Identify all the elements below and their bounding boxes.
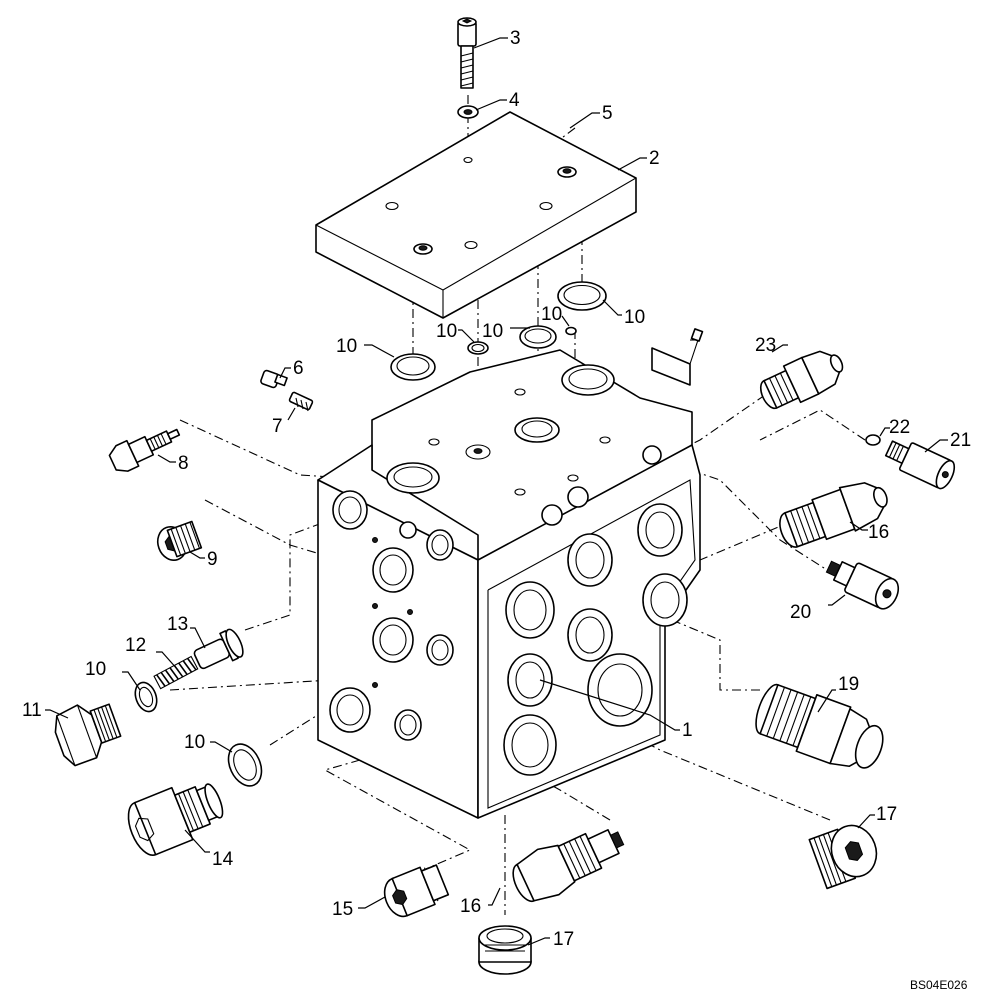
o-rings-top — [390, 281, 607, 381]
callout-2: 2 — [649, 148, 660, 169]
callout-10-o-ring-e: 10 — [624, 307, 645, 328]
callout-20: 20 — [790, 602, 811, 623]
callout-7: 7 — [272, 416, 283, 437]
callout-12: 12 — [125, 635, 146, 656]
callout-11: 11 — [22, 700, 42, 721]
callout-19: 19 — [838, 674, 859, 695]
relief-cartridge-large — [127, 783, 224, 856]
valve-body — [317, 349, 701, 819]
callout-17-right: 17 — [876, 804, 897, 825]
port-plug-bottom — [478, 925, 532, 975]
o-ring-left — [134, 681, 158, 713]
callout-10-o-ring-left: 10 — [85, 659, 106, 680]
hex-plug — [54, 703, 122, 767]
callout-15: 15 — [332, 899, 353, 920]
leader-lines — [45, 37, 948, 946]
callout-1: 1 — [682, 720, 693, 741]
callout-10-o-ring-c: 10 — [482, 321, 503, 342]
o-ring-lower — [227, 743, 263, 787]
port-plug-right — [808, 824, 878, 890]
drawing-code: BS04E026 — [910, 978, 968, 992]
callout-3: 3 — [510, 28, 521, 49]
callout-8: 8 — [178, 453, 189, 474]
callout-6: 6 — [293, 358, 304, 379]
washer — [457, 105, 479, 119]
plug-small — [260, 369, 288, 389]
socket-plug — [156, 520, 203, 561]
callout-10-o-ring-a: 10 — [336, 336, 357, 357]
o-ring-small — [865, 434, 881, 446]
callout-22: 22 — [889, 417, 910, 438]
callout-13: 13 — [167, 614, 188, 635]
callout-10-o-ring-lower: 10 — [184, 732, 205, 753]
callout-17-bottom: 17 — [553, 929, 574, 950]
callout-21: 21 — [950, 430, 971, 451]
callout-16-lower: 16 — [460, 896, 481, 917]
cap-screw — [457, 17, 477, 89]
check-cartridge-lower — [512, 829, 625, 903]
hex-adapter — [884, 440, 956, 490]
relief-valve-small — [108, 428, 181, 472]
solenoid-cartridge — [759, 350, 844, 410]
piston — [193, 628, 244, 670]
main-relief-valve — [755, 683, 884, 769]
cover-plate — [315, 111, 637, 319]
callout-10-o-ring-b: 10 — [436, 321, 457, 342]
callout-4: 4 — [509, 90, 520, 111]
callout-16-upper: 16 — [868, 522, 889, 543]
callout-9: 9 — [207, 549, 218, 570]
callout-10-o-ring-d: 10 — [541, 304, 562, 325]
callout-labels: 3 4 5 2 10 10 10 10 10 23 6 7 8 22 21 9 … — [22, 28, 971, 950]
callout-23: 23 — [755, 335, 776, 356]
plug-hex-socket — [383, 864, 450, 918]
orifice-insert — [288, 391, 314, 412]
callout-5: 5 — [602, 103, 613, 124]
id-tag-bracket — [651, 328, 704, 386]
spring — [153, 655, 199, 690]
sensor-cartridge — [825, 560, 900, 610]
check-cartridge-upper — [779, 482, 888, 548]
callout-14: 14 — [212, 849, 234, 870]
